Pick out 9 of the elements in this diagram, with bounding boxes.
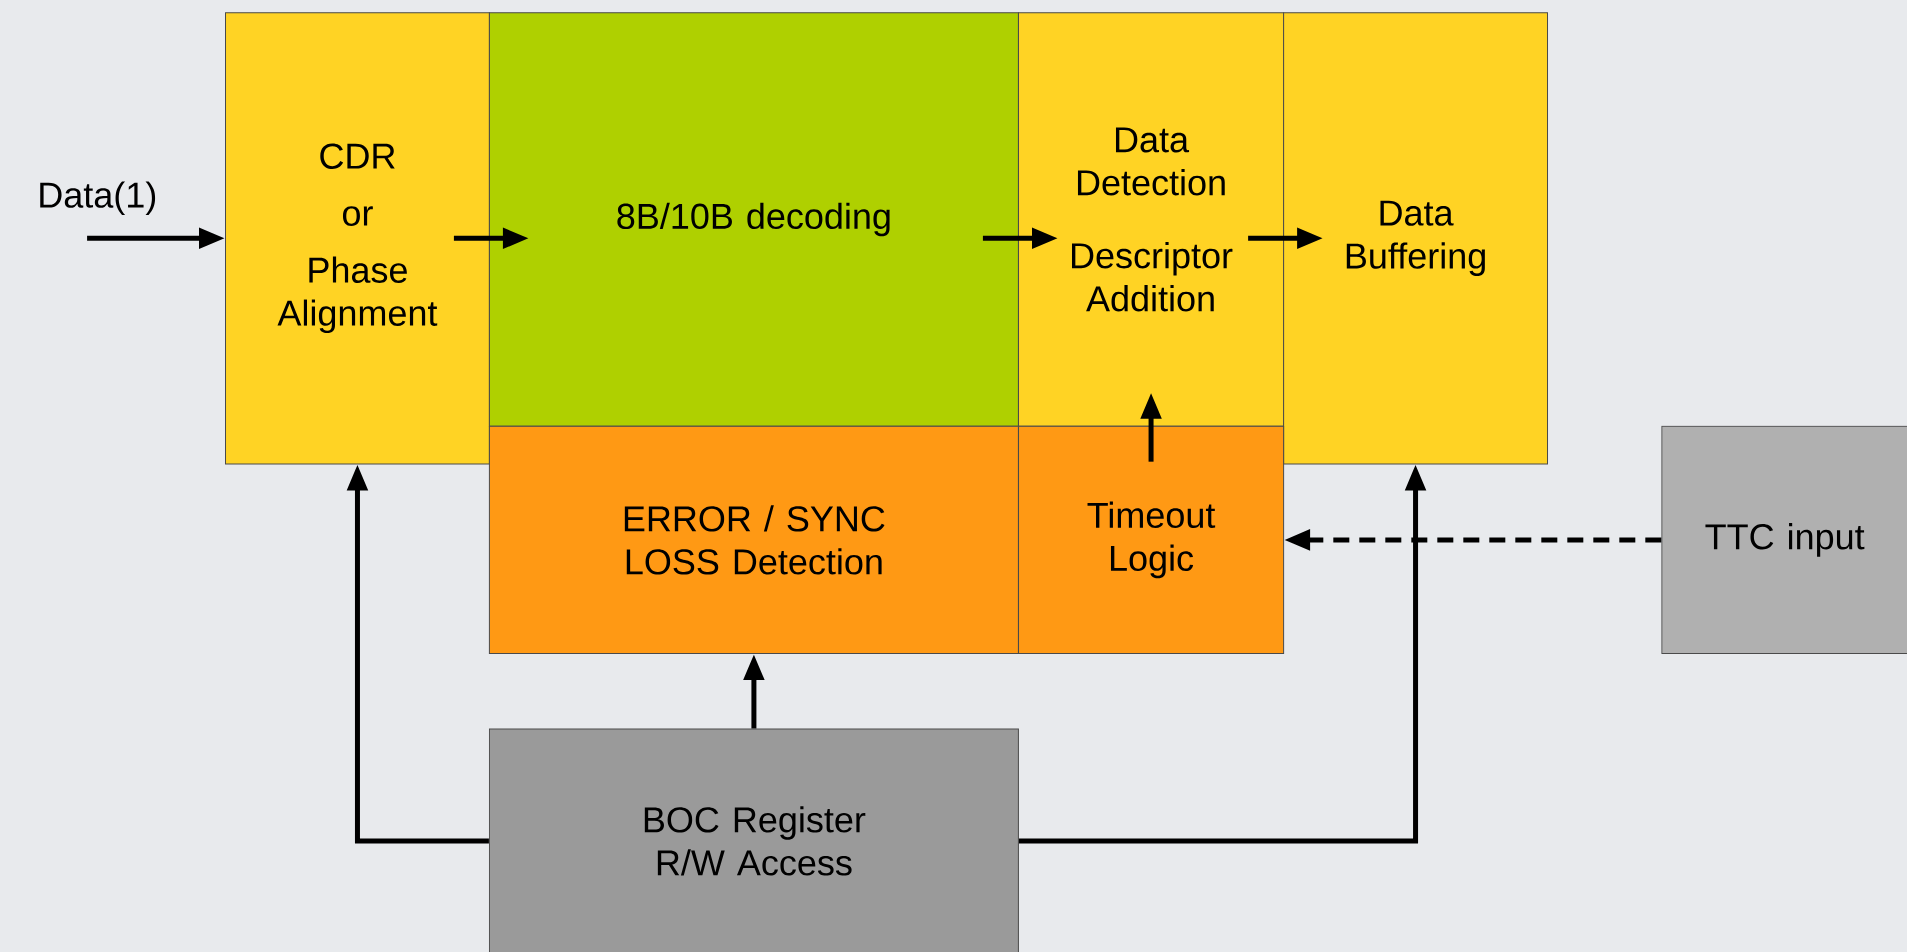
process-box: Timeout Logic: [1018, 425, 1285, 655]
process-box: Data Detection Descriptor Addition: [1018, 12, 1285, 427]
input-box: TTC input: [1661, 425, 1907, 655]
process-box: ERROR / SYNC LOSS Detection: [488, 425, 1019, 655]
process-box: 8B/10B decoding: [488, 12, 1019, 427]
process-box: CDR or Phase Alignment: [225, 12, 490, 465]
input-label: Data(1): [40, 181, 156, 215]
process-box: Data Buffering: [1283, 12, 1548, 465]
register-box: BOC Register R/W Access: [488, 728, 1019, 952]
